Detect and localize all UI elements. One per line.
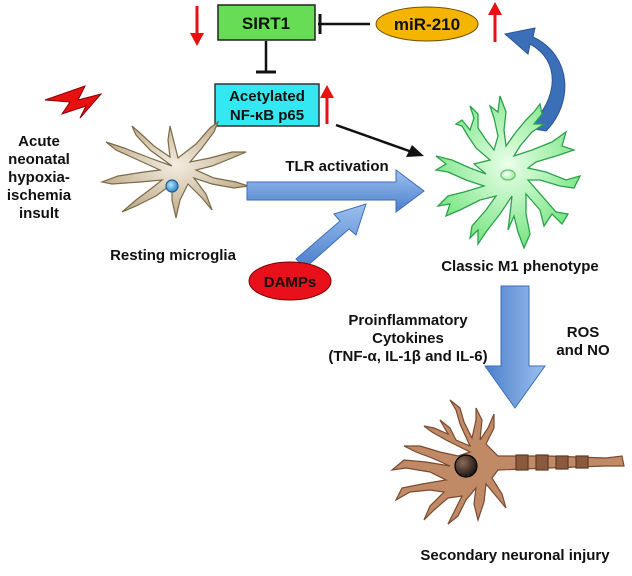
sirt1-node: SIRT1 bbox=[217, 4, 316, 41]
resting-microglia-cell bbox=[99, 120, 249, 219]
nfkb-label-2: NF-κB p65 bbox=[230, 107, 304, 124]
insult-label: Acute neonatal hypoxia- ischemia insult bbox=[6, 133, 72, 222]
curved-arrow-m1-to-mir bbox=[503, 27, 566, 132]
neuronal-injury-label: Secondary neuronal injury bbox=[420, 547, 610, 564]
tlr-activation-label: TLR activation bbox=[285, 158, 389, 175]
nfkb-label-1: Acetylated bbox=[229, 88, 305, 105]
arrow-nfkb-to-m1 bbox=[335, 123, 424, 157]
lightning-bolt-icon bbox=[44, 85, 103, 119]
arrow-m1-to-neuron bbox=[484, 285, 546, 409]
resting-microglia-label: Resting microglia bbox=[110, 247, 236, 264]
nfkb-node: Acetylated NF-κB p65 bbox=[214, 83, 320, 127]
arrow-damps bbox=[295, 203, 367, 269]
m1-microglia-cell bbox=[434, 95, 582, 250]
mir210-node: miR-210 bbox=[375, 6, 479, 42]
inhibition-sirt1-to-nfkb bbox=[256, 41, 276, 74]
damps-node: DAMPs bbox=[248, 261, 332, 301]
up-arrow-icon bbox=[488, 2, 502, 42]
neuron-cell bbox=[389, 399, 625, 525]
sirt1-label: SIRT1 bbox=[242, 14, 290, 33]
ros-no-label: ROS and NO bbox=[556, 324, 610, 359]
m1-phenotype-label: Classic M1 phenotype bbox=[441, 258, 599, 275]
damps-label: DAMPs bbox=[264, 274, 317, 291]
arrow-tlr-activation bbox=[246, 169, 425, 213]
up-arrow-icon bbox=[320, 85, 334, 124]
down-arrow-icon bbox=[190, 6, 204, 46]
cytokines-label: Proinflammatory Cytokines (TNF-α, IL-1β … bbox=[328, 312, 488, 365]
inhibition-mir-to-sirt1 bbox=[318, 14, 370, 34]
mir210-label: miR-210 bbox=[394, 15, 460, 34]
